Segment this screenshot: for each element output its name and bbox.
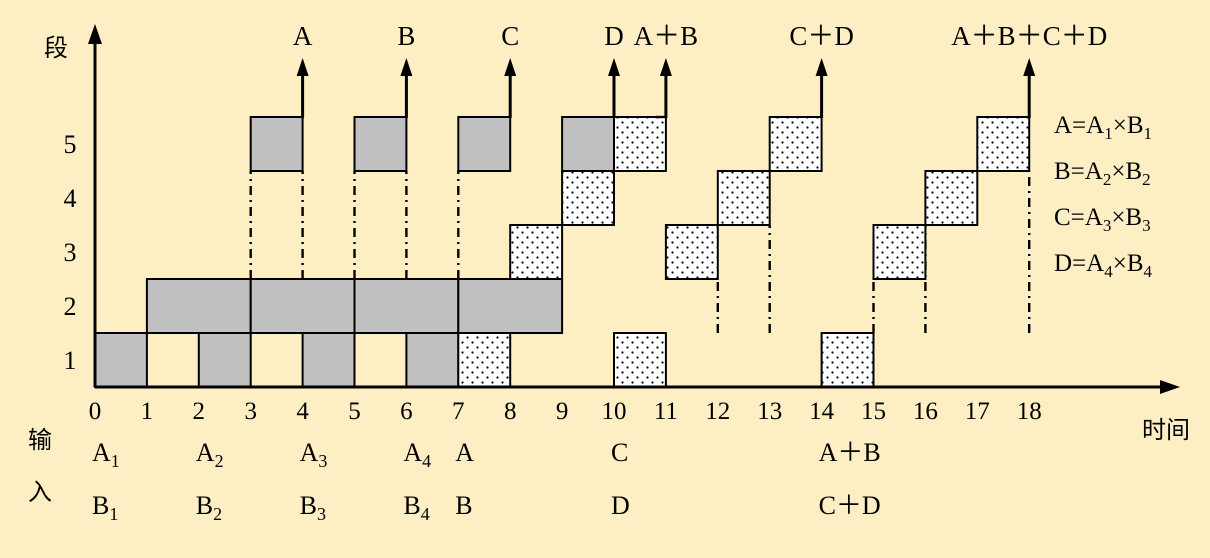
x-axis-arrow-icon: [1160, 380, 1180, 394]
stage-block: [872, 224, 927, 280]
legend-entry: D=A4×B4: [1054, 250, 1153, 281]
arrowhead-icon: [296, 58, 309, 76]
stage-block: [613, 332, 667, 388]
input-operand-top: A: [455, 438, 474, 467]
legend-entry: C=A3×B3: [1054, 204, 1151, 235]
output-label: D: [604, 21, 624, 51]
arrowhead-icon: [1023, 58, 1036, 76]
stage-block: [197, 332, 252, 388]
stage-block: [509, 224, 564, 280]
input-operand-top: A2: [196, 438, 224, 471]
input-operand-top: A＋B: [819, 438, 881, 467]
stage-block: [924, 170, 979, 226]
output-arrows: [296, 58, 1036, 119]
stage-block: [457, 332, 512, 388]
stage-block: [405, 332, 460, 388]
time-tick-label: 8: [504, 398, 517, 425]
stage-block: [457, 278, 564, 334]
time-tick-label: 7: [452, 398, 465, 425]
output-label: C: [501, 21, 519, 51]
stage-block: [716, 170, 771, 226]
input-operand-bottom: B: [455, 491, 472, 520]
stage-tick-label: 4: [64, 184, 77, 213]
time-tick-label: 5: [348, 398, 361, 425]
stage-block: [613, 116, 667, 172]
y-axis-label: 段: [44, 34, 68, 62]
arrowhead-icon: [659, 58, 672, 76]
input-label-char: 入: [28, 478, 52, 506]
input-operand-top: A3: [300, 438, 328, 471]
stage-block: [249, 278, 356, 334]
stage-block: [820, 332, 875, 388]
axes: [88, 24, 1180, 394]
time-tick-label: 11: [654, 398, 678, 425]
time-tick-label: 12: [705, 398, 730, 425]
input-operand-top: A4: [403, 438, 431, 471]
arrowhead-icon: [608, 58, 620, 76]
y-axis-arrow-icon: [88, 24, 102, 44]
time-tick-label: 15: [861, 398, 886, 425]
output-label: C＋D: [789, 21, 854, 51]
time-tick-label: 0: [89, 398, 102, 425]
time-tick-label: 1: [141, 398, 154, 425]
time-tick-label: 18: [1017, 398, 1042, 425]
arrowhead-icon: [504, 58, 517, 76]
time-tick-label: 17: [965, 398, 990, 425]
output-label: A: [293, 21, 313, 51]
stage-block: [768, 116, 823, 172]
stage-block: [249, 116, 304, 172]
stage-tick-label: 3: [64, 238, 77, 267]
input-operand-bottom: B3: [300, 491, 326, 524]
legend-entry: A=A1×B1: [1054, 112, 1152, 143]
input-operand-bottom: B2: [196, 491, 222, 524]
time-tick-label: 9: [556, 398, 569, 425]
input-label-char: 输: [28, 426, 52, 454]
time-tick-label: 6: [400, 398, 413, 425]
stage-block: [976, 116, 1031, 172]
stage-block: [301, 332, 356, 388]
stage-block: [353, 116, 408, 172]
stage-block: [561, 116, 615, 172]
time-tick-label: 16: [913, 398, 938, 425]
stage-blocks: [94, 116, 1031, 388]
input-operand-bottom: D: [611, 491, 630, 520]
time-tick-label: 10: [602, 398, 627, 425]
time-tick-label: 14: [809, 398, 835, 425]
stage-block: [145, 278, 252, 334]
time-tick-label: 4: [296, 398, 309, 425]
time-tick-label: 3: [244, 398, 257, 425]
stage-block: [94, 332, 148, 388]
output-label: B: [397, 21, 415, 51]
stage-block: [457, 116, 512, 172]
input-operand-bottom: C＋D: [819, 491, 881, 520]
stage-tick-label: 1: [64, 346, 77, 375]
stage-block: [353, 278, 460, 334]
stage-block: [561, 170, 615, 226]
output-label: A＋B: [634, 21, 699, 51]
stage-block: [664, 224, 719, 280]
input-operand-top: A1: [92, 438, 120, 471]
input-operand-top: C: [611, 438, 628, 467]
input-operand-bottom: B1: [92, 491, 118, 524]
arrowhead-icon: [400, 58, 413, 76]
x-axis-label: 时间: [1142, 416, 1190, 444]
arrowhead-icon: [815, 58, 828, 76]
time-tick-label: 2: [193, 398, 206, 425]
input-operand-bottom: B4: [403, 491, 429, 524]
time-tick-label: 13: [757, 398, 782, 425]
output-label: A＋B＋C＋D: [951, 21, 1107, 51]
legend-entry: B=A2×B2: [1054, 158, 1151, 189]
stage-tick-label: 2: [64, 292, 77, 321]
stage-tick-label: 5: [64, 130, 77, 159]
